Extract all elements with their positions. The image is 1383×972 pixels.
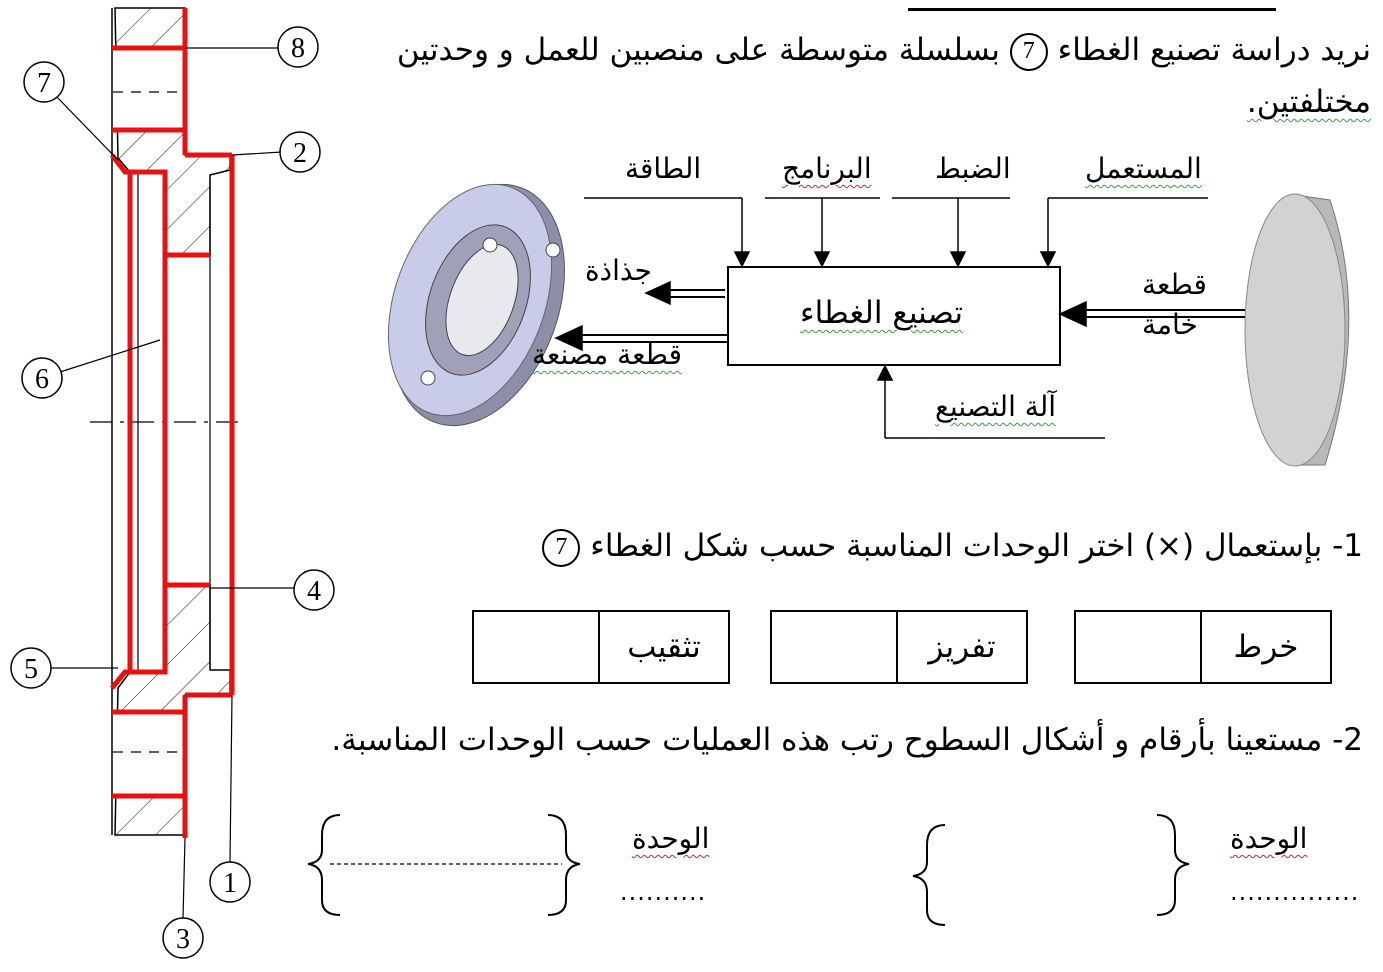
- option-milling-label: تفريز: [896, 612, 1026, 682]
- label-8: 8: [291, 33, 305, 64]
- label-2: 2: [293, 138, 307, 169]
- input-raw-1: قطعة: [1142, 268, 1207, 301]
- question-2: 2- مستعينا بأرقام و أشكال السطوح رتب هذه…: [331, 722, 1363, 758]
- option-milling: تفريز: [770, 610, 1028, 684]
- input-machine: آلة التصنيع: [935, 390, 1057, 423]
- label-7: 7: [37, 68, 51, 99]
- part-number-circle: 7: [1009, 32, 1048, 71]
- answer-braces: [307, 814, 1190, 926]
- input-raw-2: خامة: [1142, 308, 1198, 341]
- finished-part-image: [387, 183, 565, 427]
- output-part: قطعة مصنعة: [532, 338, 683, 371]
- input-energy: الطاقة: [625, 152, 702, 185]
- question-1-part-circle: 7: [542, 528, 581, 567]
- label-4: 4: [307, 576, 321, 607]
- raw-stock-image: [1244, 193, 1350, 467]
- process-title: تصنيع الغطاء: [800, 295, 964, 331]
- input-setting: الضبط: [935, 152, 1011, 185]
- question-1: 1- بإستعمال (×) اختر الوحدات المناسبة حس…: [542, 528, 1363, 567]
- label-6: 6: [35, 364, 49, 395]
- option-turning-label: خرط: [1200, 612, 1330, 682]
- unit-right-dots[interactable]: ...............: [1230, 878, 1360, 906]
- option-turning: خرط: [1074, 610, 1332, 684]
- option-drilling-checkbox[interactable]: [474, 612, 598, 682]
- unit-left-dots[interactable]: ..........: [620, 878, 707, 906]
- intro-text-b: بسلسلة متوسطة على منصبين للعمل و وحدتين: [396, 32, 1000, 68]
- option-drilling: تثقيب: [472, 610, 730, 684]
- output-chips: جذاذة: [585, 254, 652, 287]
- input-program: البرنامج: [782, 152, 872, 185]
- intro-line-2: مختلفتين.: [1246, 84, 1371, 120]
- question-1-number: 1-: [1332, 528, 1363, 564]
- option-turning-checkbox[interactable]: [1076, 612, 1200, 682]
- option-drilling-label: تثقيب: [598, 612, 728, 682]
- cropped-title-underline: [908, 8, 1276, 11]
- label-1: 1: [223, 868, 237, 899]
- cover-section-drawing: 8 7 2 6 4 5 1 3: [10, 7, 335, 959]
- intro-text-a: نريد دراسة تصنيع الغطاء: [1057, 32, 1371, 68]
- question-1-text: بإستعمال (×) اختر الوحدات المناسبة حسب ش…: [590, 528, 1323, 564]
- option-milling-checkbox[interactable]: [772, 612, 896, 682]
- input-user: المستعمل: [1085, 152, 1202, 185]
- intro-line-1: نريد دراسة تصنيع الغطاء 7 بسلسلة متوسطة …: [397, 32, 1371, 71]
- label-5: 5: [24, 654, 38, 685]
- unit-right-label: الوحدة: [1230, 822, 1308, 855]
- process-diagram: [387, 183, 1350, 467]
- label-3: 3: [176, 924, 190, 955]
- unit-left-label: الوحدة: [632, 822, 710, 855]
